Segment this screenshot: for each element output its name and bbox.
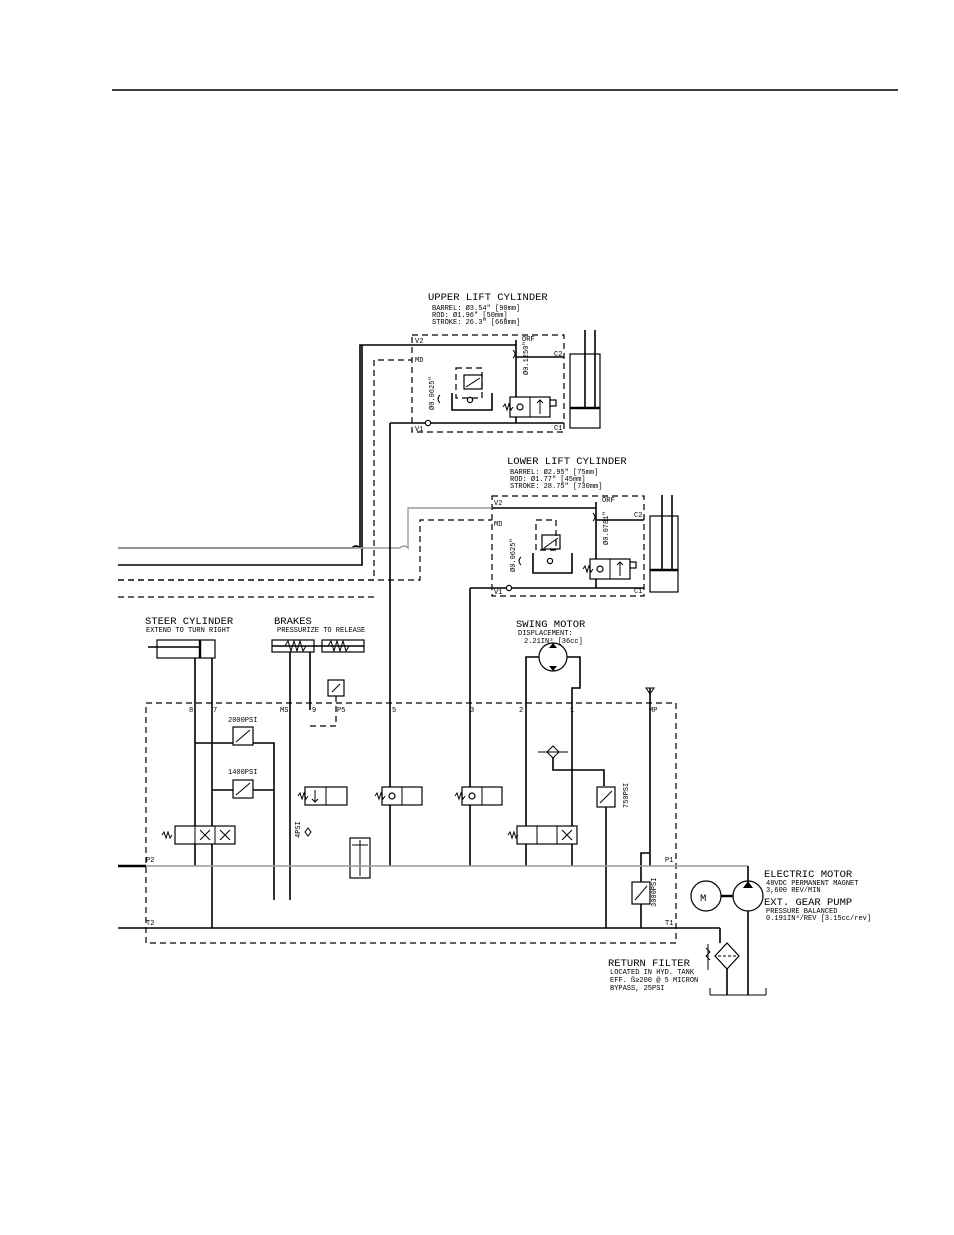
port-mp: MP (649, 707, 657, 715)
lower-v2-label: V2 (494, 500, 502, 508)
motor-spec-1: 48VDC PERMANENT MAGNET (766, 880, 858, 888)
lower-cyl-title: LOWER LIFT CYLINDER (507, 456, 627, 468)
filter-title: RETURN FILTER (608, 958, 691, 970)
power-unit: M ELECTRIC MOTOR 48VDC PERMANENT MAGNET … (608, 866, 871, 996)
lower-orifice-b: Ø0.0625" (509, 538, 518, 572)
port-p5: P5 (337, 707, 345, 715)
motor-spec-2: 3,600 REV/MIN (766, 887, 821, 895)
main-manifold: 8 7 MS 9 P5 5 3 2 1 MP 2000PSI 1400PSI 4… (118, 687, 748, 944)
pump-spec-2: 0.191IN³/REV [3.15cc/rev] (766, 915, 871, 923)
upper-orifice-a: Ø0.1250" (522, 341, 531, 375)
upper-c1-label: C1 (554, 425, 562, 433)
port-1: 1 (570, 707, 574, 715)
lower-valve-block (491, 495, 645, 597)
t1-label: T1 (665, 920, 673, 928)
port-3: 3 (470, 707, 474, 715)
lower-cyl-spec-rod: ROD: Ø1.77" [45mm] (510, 475, 586, 484)
relief-1400-label: 1400PSI (228, 769, 257, 777)
brakes-title: BRAKES (274, 616, 312, 628)
p2-label: P2 (146, 857, 154, 865)
relief-3000-label: 3000PSI (651, 878, 659, 907)
lower-v1-label: V1 (494, 589, 502, 597)
brakes: BRAKES PRESSURIZE TO RELEASE (271, 616, 365, 900)
upper-orf-label: ORF (522, 336, 535, 344)
filter-spec-3: BYPASS, 25PSI (610, 985, 665, 993)
pump-spec-1: PRESSURE BALANCED (766, 908, 837, 916)
steer-title: STEER CYLINDER (145, 616, 234, 628)
filter-spec-2: EFF. ß≥200 @ 5 MICRON (610, 977, 698, 985)
filter-spec-1: LOCATED IN HYD. TANK (610, 969, 695, 977)
swing-motor: SWING MOTOR DISPLACEMENT: 2.21IN³ [36cc] (516, 619, 605, 866)
lower-c2-label: C2 (634, 512, 642, 520)
upper-c2-label: C2 (554, 351, 562, 359)
motor-title: ELECTRIC MOTOR (764, 869, 853, 881)
manifold-boundary (145, 702, 677, 944)
steer-cylinder: STEER CYLINDER EXTEND TO TURN RIGHT (145, 616, 234, 928)
swing-disp-value: 2.21IN³ [36cc] (524, 638, 583, 646)
lower-cyl-spec-barrel: BARREL: Ø2.95" [75mm] (510, 468, 598, 477)
pump-title: EXT. GEAR PUMP (764, 897, 852, 909)
upper-orifice-b: Ø0.0625" (428, 376, 437, 410)
upper-v1-label: V1 (415, 426, 423, 434)
check-4psi-label: 4PSI (295, 821, 303, 838)
swing-title: SWING MOTOR (516, 619, 586, 631)
brakes-note: PRESSURIZE TO RELEASE (277, 627, 365, 635)
lower-lift-cylinder: LOWER LIFT CYLINDER BARREL: Ø2.95" [75mm… (491, 456, 679, 597)
p1-label: P1 (665, 857, 673, 865)
upper-valve-block (411, 334, 565, 433)
port-7: 7 (213, 707, 217, 715)
lower-md-label: MD (494, 521, 502, 529)
port-8: 8 (189, 707, 193, 715)
upper-md-label: MD (415, 357, 423, 365)
lower-c1-label: C1 (634, 588, 642, 596)
lower-orf-label: ORF (602, 497, 615, 505)
upper-cyl-spec-barrel: BARREL: Ø3.54" [90mm] (432, 304, 520, 313)
t2-label: T2 (146, 920, 154, 928)
port-9: 9 (312, 707, 316, 715)
upper-cyl-spec-stroke: STROKE: 26.3" [668mm] (432, 319, 520, 327)
upper-lift-cylinder: UPPER LIFT CYLINDER BARREL: Ø3.54" [90mm… (411, 292, 601, 434)
upper-cyl-spec-rod: ROD: Ø1.96" [50mm] (432, 311, 508, 320)
steer-note: EXTEND TO TURN RIGHT (146, 627, 230, 635)
swing-directional-valve (516, 825, 578, 845)
port-ms: MS (280, 707, 288, 715)
motor-symbol-letter: M (700, 893, 706, 905)
upper-v2-label: V2 (415, 338, 423, 346)
relief-750-label: 750PSI (623, 783, 631, 808)
upper-cyl-title: UPPER LIFT CYLINDER (428, 292, 548, 304)
pilot-lines (118, 344, 492, 866)
lower-cyl-spec-stroke: STROKE: 28.75" [730mm] (510, 483, 602, 491)
lower-cylinder-barrel (649, 515, 679, 593)
port-2: 2 (519, 707, 523, 715)
lower-orifice-a: Ø0.0781" (602, 511, 611, 545)
relief-2000-label: 2000PSI (228, 717, 257, 725)
swing-disp-label: DISPLACEMENT: (518, 630, 573, 638)
port-5: 5 (392, 707, 396, 715)
